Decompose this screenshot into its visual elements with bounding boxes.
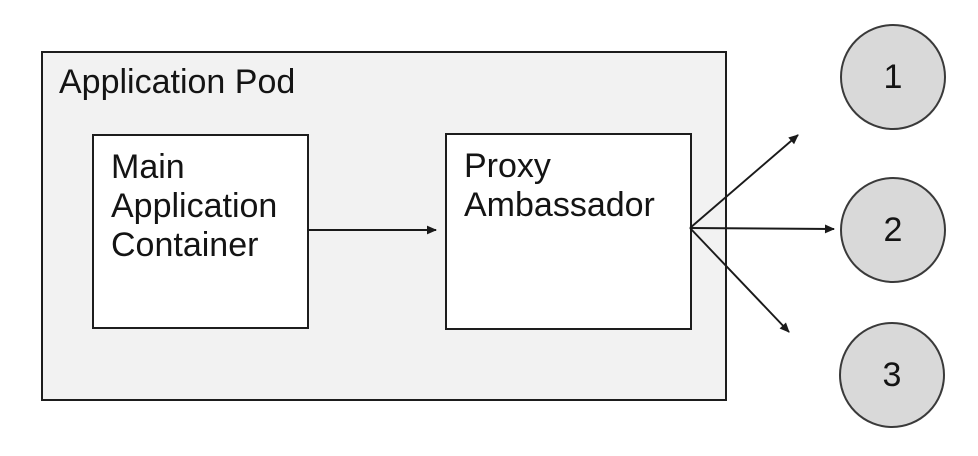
endpoint-3-label: 3 bbox=[882, 355, 902, 394]
endpoint-1-label: 1 bbox=[883, 57, 903, 96]
application-pod-group: Application Pod Main Application Contain… bbox=[41, 51, 727, 401]
proxy-ambassador-label: Proxy Ambassador bbox=[464, 147, 655, 224]
node-proxy-ambassador: Proxy Ambassador bbox=[445, 133, 692, 330]
endpoint-circle-3: 3 bbox=[839, 322, 945, 428]
application-pod-label: Application Pod bbox=[59, 63, 296, 101]
main-application-container-label: Main Application Container bbox=[111, 148, 278, 264]
endpoint-circle-1: 1 bbox=[840, 24, 946, 130]
endpoint-circle-2: 2 bbox=[840, 177, 946, 283]
endpoint-2-label: 2 bbox=[883, 210, 903, 249]
node-main-application-container: Main Application Container bbox=[92, 134, 309, 329]
